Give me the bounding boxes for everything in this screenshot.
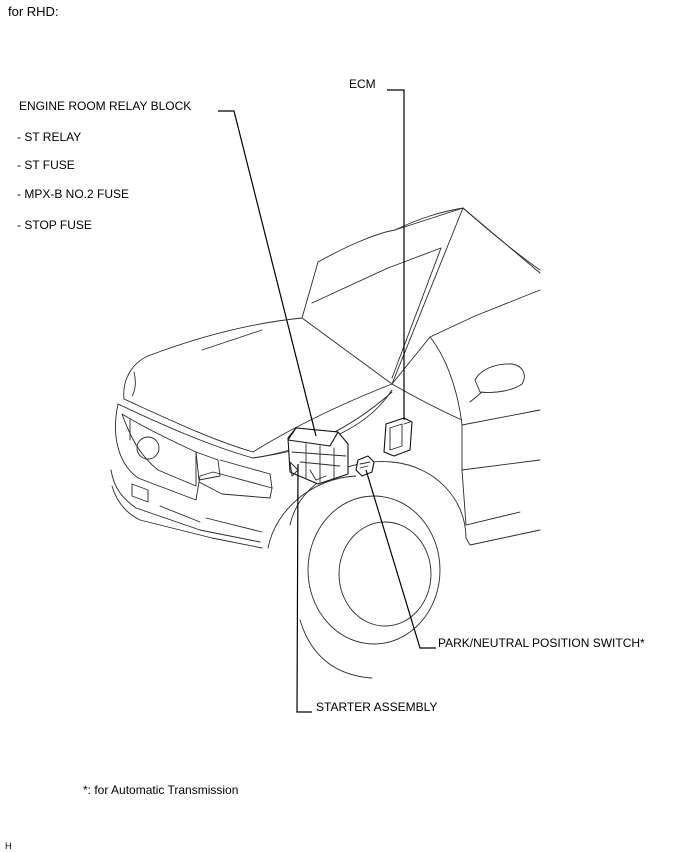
corner-code: H: [5, 841, 12, 851]
ecm-unit: [383, 417, 413, 457]
leader-lines: [218, 89, 436, 713]
st-fuse-item: - ST FUSE: [17, 158, 75, 172]
ecm-label: ECM: [349, 77, 376, 91]
engine-room-relay-block: [287, 427, 349, 485]
st-relay-item: - ST RELAY: [17, 130, 82, 144]
relay-block-leader-line: [218, 110, 317, 437]
park-neutral-position-switch: [355, 455, 375, 477]
starter-assembly-label: STARTER ASSEMBLY: [316, 700, 438, 714]
stop-fuse-item: - STOP FUSE: [17, 218, 92, 232]
vehicle-outline: [110, 207, 541, 679]
footnote: *: for Automatic Transmission: [83, 783, 239, 797]
starter-assembly-leader-line: [296, 463, 312, 713]
park-neutral-position-switch-label: PARK/NEUTRAL POSITION SWITCH*: [438, 636, 645, 650]
ecm-leader-line: [387, 89, 405, 420]
engine-room-relay-block-label: ENGINE ROOM RELAY BLOCK: [19, 99, 192, 113]
park-neutral-switch-leader-line: [365, 469, 436, 649]
page-title: for RHD:: [8, 4, 59, 19]
mpx-b-no2-fuse-item: - MPX-B NO.2 FUSE: [17, 187, 130, 201]
